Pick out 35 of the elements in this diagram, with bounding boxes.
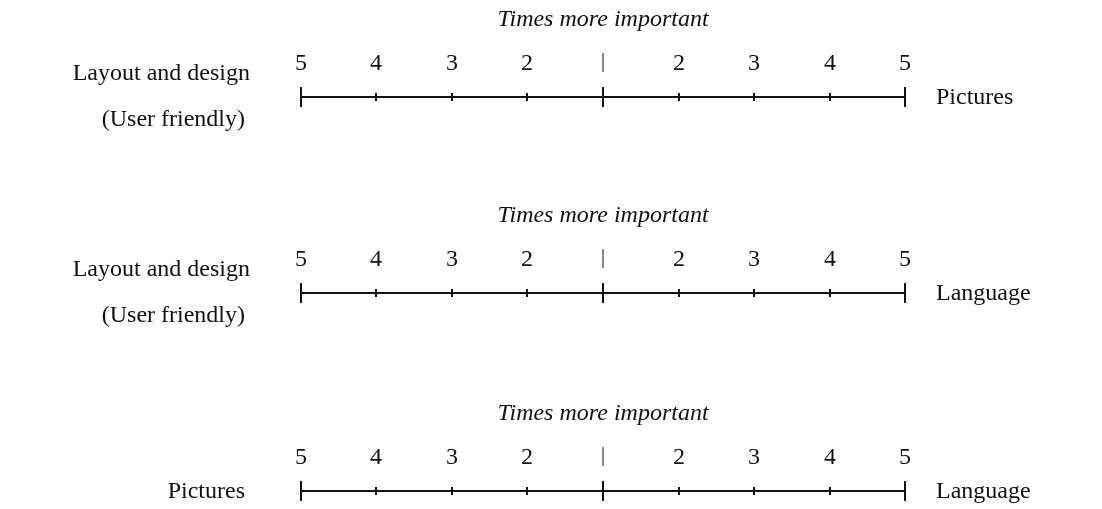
scale-number: 5 (899, 48, 911, 76)
scale-number: 2 (521, 442, 533, 470)
right-criterion: Language (936, 476, 1031, 504)
scale-number: 3 (748, 244, 760, 272)
scale-number: 2 (673, 442, 685, 470)
scale-heading: Times more important (497, 4, 709, 32)
scale-number: 5 (295, 244, 307, 272)
scale-number: 4 (824, 48, 836, 76)
scale-number: 5 (899, 442, 911, 470)
scale-number: 5 (295, 48, 307, 76)
scale-number: 3 (748, 442, 760, 470)
left-criterion: Layout and design (72, 58, 250, 86)
right-criterion: Language (936, 278, 1031, 306)
scale-number: 5 (295, 442, 307, 470)
left-criterion-note: (User friendly) (101, 104, 245, 132)
left-criterion-note: (User friendly) (101, 300, 245, 328)
scale-number: 4 (370, 442, 382, 470)
left-criterion: Pictures (167, 476, 245, 504)
scale-number: 4 (370, 48, 382, 76)
scale-heading: Times more important (497, 200, 709, 228)
scale-number: 3 (446, 48, 458, 76)
scale-heading: Times more important (497, 398, 709, 426)
scale-number: 3 (446, 442, 458, 470)
scale-number: 4 (824, 244, 836, 272)
scale-number: 3 (446, 244, 458, 272)
left-criterion: Layout and design (72, 254, 250, 282)
scale-number: 2 (673, 48, 685, 76)
scale-number: 4 (824, 442, 836, 470)
scale-number: 4 (370, 244, 382, 272)
right-criterion: Pictures (936, 82, 1014, 110)
scale-number: 2 (521, 48, 533, 76)
scale-number: 5 (899, 244, 911, 272)
scale-number: 2 (673, 244, 685, 272)
scale-number: 3 (748, 48, 760, 76)
scale-number: 2 (521, 244, 533, 272)
